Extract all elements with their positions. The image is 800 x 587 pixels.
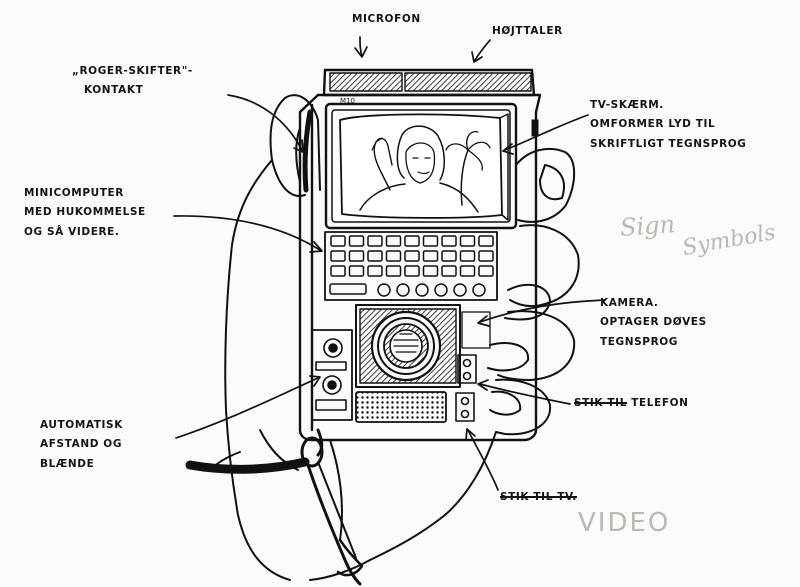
label-kamera-line2: OPTAGER DØVES [600, 316, 707, 329]
keyboard [324, 231, 498, 301]
keyboard-key [330, 265, 346, 277]
hand-outline [209, 94, 580, 581]
keyboard-key [330, 250, 346, 262]
label-auto-line1: AUTOMATISK [40, 419, 123, 431]
label-roger-line2: KONTAKT [84, 84, 144, 97]
label-auto-line3: BLÆNDE [40, 457, 95, 470]
keyboard-key [385, 235, 402, 247]
device-marking: M10 [340, 97, 355, 105]
label-tv-line3: SKRIFTLIGT TEGNSPROG [590, 137, 747, 150]
jacks [455, 311, 491, 422]
keyboard-key [348, 265, 365, 277]
label-kamera-line3: TEGNSPROG [600, 335, 679, 348]
keyboard-key [422, 250, 439, 262]
label-mini-line1: MINICOMPUTER [24, 187, 124, 199]
keyboard-key [385, 250, 402, 262]
label-tv-line1: TV-SKÆRM. [590, 99, 664, 111]
keyboard-key [478, 265, 494, 277]
keyboard-key [459, 265, 476, 277]
keyboard-key [459, 250, 476, 262]
tv-screen [324, 102, 518, 230]
label-stik-tv: STIK TIL TV. [500, 491, 577, 503]
keyboard-key [367, 265, 383, 277]
camera-lens [355, 304, 461, 388]
pencil-note-sign: Sign [619, 210, 676, 242]
keyboard-key [478, 235, 494, 247]
label-roger-line1: „ROGER-SKIFTER"- [72, 65, 193, 77]
speaker-grille [355, 391, 447, 423]
label-stik-telefon-struck: STIK TIL [574, 397, 627, 409]
keyboard-key [441, 265, 457, 277]
keyboard-key [441, 250, 457, 262]
label-stik-telefon-rest: TELEFON [631, 397, 689, 409]
label-stik-telefon: STIK TIL TELEFON [574, 394, 689, 413]
keyboard-key [330, 235, 346, 247]
control-panel [311, 329, 353, 421]
label-roger-skifter: „ROGER-SKIFTER"- KONTAKT [72, 62, 193, 101]
label-mini-line3: OG SÅ VIDERE. [24, 225, 120, 238]
label-hojttaler: HØJTTALER [492, 25, 563, 37]
keyboard-key [404, 250, 420, 262]
keyboard-key [348, 250, 365, 262]
label-tv-skaerm: TV-SKÆRM. OMFORMER LYD TIL SKRIFTLIGT TE… [590, 96, 747, 154]
pencil-note-video: VIDEO [578, 508, 671, 538]
label-tv-line2: OMFORMER LYD TIL [590, 118, 716, 131]
keyboard-key [404, 235, 420, 247]
keyboard-key [441, 235, 457, 247]
keyboard-key [367, 250, 383, 262]
label-automatisk: AUTOMATISK AFSTAND OG BLÆNDE [40, 416, 123, 474]
keyboard-key [422, 265, 439, 277]
keyboard-key [348, 235, 365, 247]
keyboard-key [422, 235, 439, 247]
keyboard-key [459, 235, 476, 247]
label-kamera-line1: KAMERA. [600, 297, 659, 309]
wrist-strap [185, 428, 364, 586]
label-auto-line2: AFSTAND OG [40, 438, 123, 451]
label-mini-line2: MED HUKOMMELSE [24, 206, 146, 219]
label-microfon: MICROFON [352, 13, 421, 25]
keyboard-key [367, 235, 383, 247]
pointer-lines [173, 36, 606, 491]
label-kamera: KAMERA. OPTAGER DØVES TEGNSPROG [600, 294, 707, 352]
label-minicomputer: MINICOMPUTER MED HUKOMMELSE OG SÅ VIDERE… [24, 184, 146, 242]
keyboard-key [385, 265, 402, 277]
keyboard-key [478, 250, 494, 262]
keyboard-key [404, 265, 420, 277]
